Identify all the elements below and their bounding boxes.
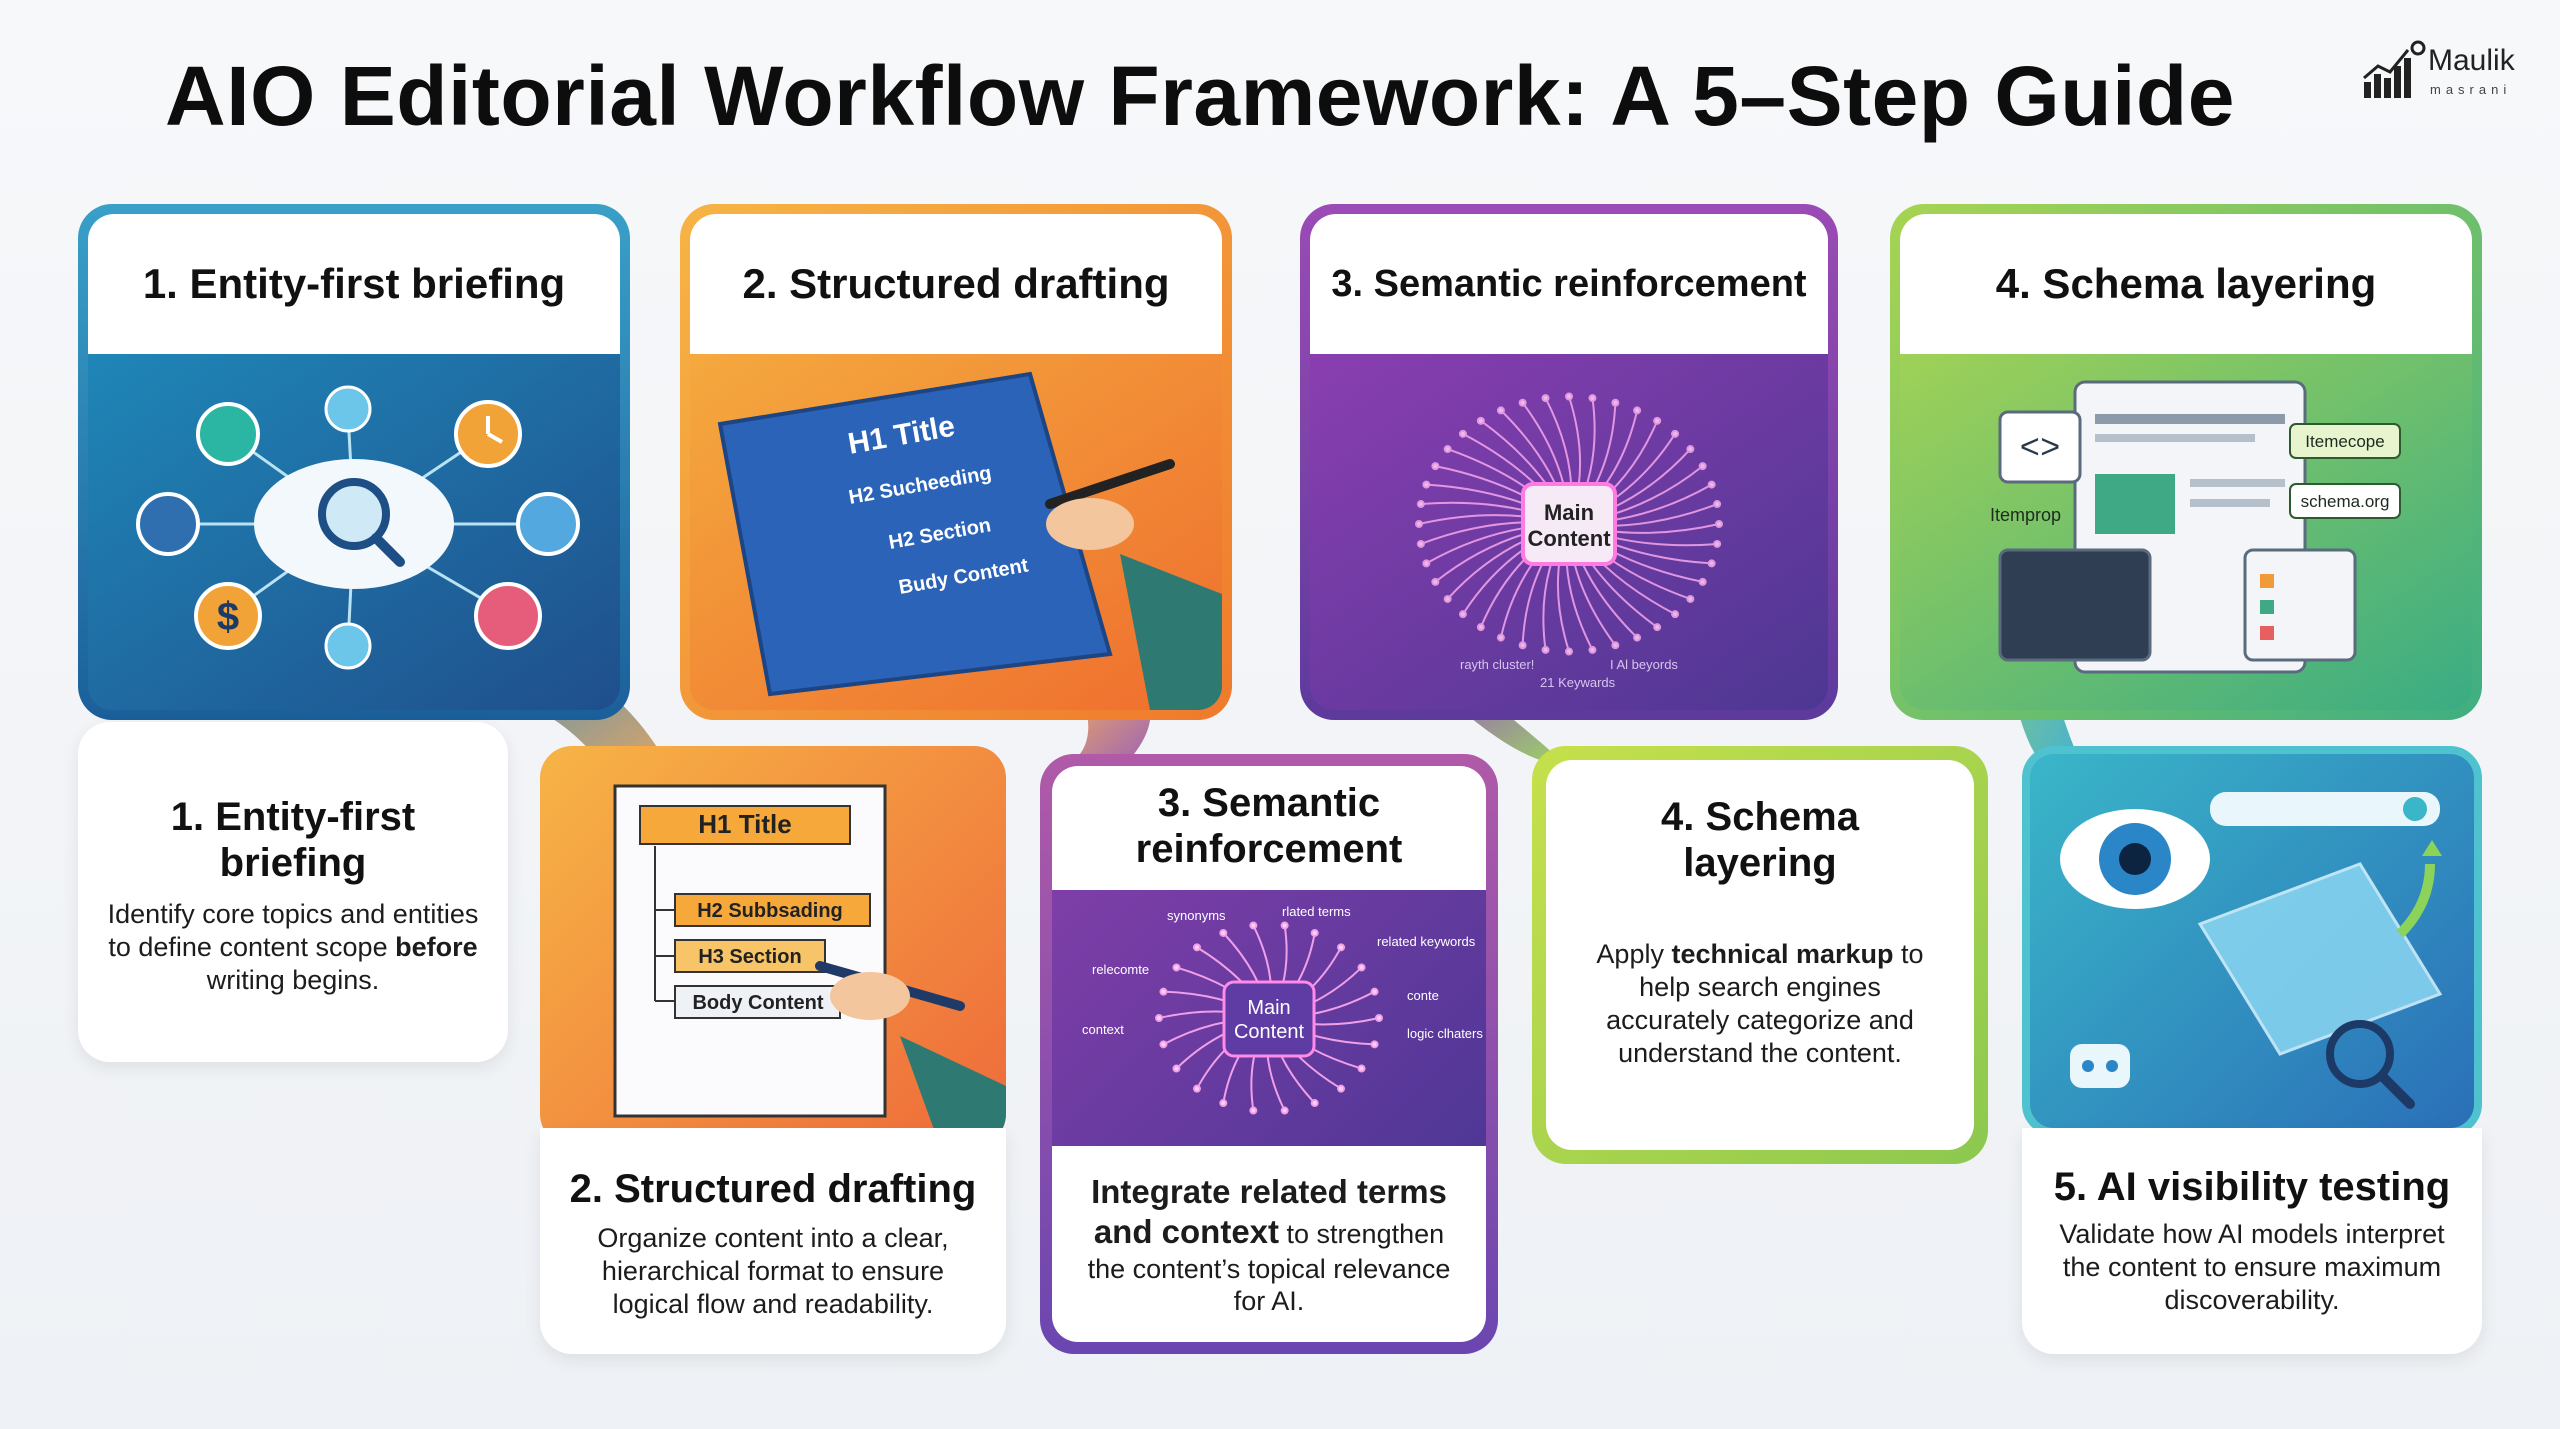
step-3-illustration: Main Content synonyms rlated terms relat… (1052, 890, 1486, 1146)
top-card-structured-drafting: 2. Structured drafting H1 Title H2 Suche… (680, 204, 1232, 720)
top-card-title: 4. Schema layering (1900, 214, 2472, 354)
top-card-title: 3. Semantic reinforcement (1310, 214, 1828, 354)
brain-icon (196, 402, 260, 466)
step-5-illustration (2022, 746, 2482, 1136)
growth-chart-icon (2363, 40, 2426, 98)
top-card-title: 1. Entity-first briefing (88, 214, 620, 354)
step-description: Integrate related terms and context to s… (1087, 1173, 1451, 1317)
step-card-1: 1. Entity-first briefing Identify core t… (78, 722, 508, 1062)
step-card-5: 5. AI visibility testing Validate how AI… (2022, 1128, 2482, 1354)
top-card-title: 2. Structured drafting (690, 214, 1222, 354)
svg-text:I Al beyords: I Al beyords (1610, 657, 1678, 672)
svg-text:H2 Subbsading: H2 Subbsading (697, 900, 843, 922)
svg-text:H1 Title: H1 Title (698, 809, 791, 839)
svg-text:related keywords: related keywords (1377, 934, 1476, 949)
magnifier-icon (2326, 1020, 2394, 1088)
svg-text:context: context (1082, 1022, 1124, 1037)
step-card-3: Integrate related terms and context to s… (1052, 1146, 1486, 1342)
svg-text:Body Content: Body Content (692, 992, 823, 1014)
brand-logo: Maulik masrani (2360, 38, 2540, 108)
step-title: 2. Structured drafting (569, 1167, 977, 1211)
svg-text:Itemecope: Itemecope (2305, 432, 2384, 451)
svg-text:synonyms: synonyms (1167, 908, 1226, 923)
svg-text:Content: Content (1234, 1021, 1304, 1043)
dollar-icon (194, 582, 262, 650)
svg-text:Main: Main (1247, 997, 1290, 1019)
svg-text:rlated terms: rlated terms (1282, 904, 1351, 919)
semantic-burst-illustration: Main Content rayth cluster! I Al beyords… (1310, 354, 1828, 710)
page-title: AIO Editorial Workflow Framework: A 5–St… (165, 49, 2235, 143)
main-content-label: Main (1544, 500, 1594, 525)
step-description: Organize content into a clear, hierarchi… (597, 1223, 949, 1319)
svg-text:$: $ (217, 595, 239, 639)
step-description: Apply technical markup to help search en… (1596, 939, 1924, 1068)
svg-text:conte: conte (1407, 988, 1439, 1003)
globe-icon (136, 492, 200, 556)
step-title: 5. AI visibility testing (2053, 1165, 2451, 1209)
schema-windows-illustration: <> Itemecope schema.org Itemprop (1900, 354, 2472, 710)
svg-text:rayth cluster!: rayth cluster! (1460, 657, 1534, 672)
top-card-schema-layering: 4. Schema layering <> Itemecope schema.o… (1890, 204, 2482, 720)
logo-name: Maulik (2428, 44, 2515, 77)
svg-text:Content: Content (1527, 526, 1611, 551)
svg-text:logic clhaters: logic clhaters (1407, 1026, 1483, 1041)
step-title: 1. Entity-first briefing (170, 795, 416, 885)
robot-icon (2070, 1044, 2130, 1088)
step-2-illustration: H1 Title H2 Subbsading H3 Section Body C… (540, 746, 1006, 1146)
user-icon (474, 582, 542, 650)
svg-text:21 Keywards: 21 Keywards (1540, 675, 1616, 690)
step-title: 3. Semantic reinforcement (1135, 781, 1403, 871)
search-icon (318, 478, 390, 550)
top-card-semantic-reinforcement: 3. Semantic reinforcement Main Content r… (1300, 204, 1838, 720)
svg-text:schema.org: schema.org (2301, 492, 2390, 511)
blueprint-illustration: H1 Title H2 Sucheeding H2 Section Budy C… (690, 354, 1222, 710)
logo-sub: masrani (2430, 82, 2512, 97)
svg-text:Itemprop: Itemprop (1990, 505, 2061, 525)
top-card-entity-briefing: 1. Entity-first briefing $ (78, 204, 630, 720)
step-title: 4. Schema layering (1661, 795, 1859, 885)
step-card-3-head: 3. Semantic reinforcement (1052, 766, 1486, 890)
step-description: Validate how AI models interpret the con… (2059, 1219, 2445, 1315)
search-bar (2210, 792, 2440, 826)
step-card-2: 2. Structured drafting Organize content … (540, 1128, 1006, 1354)
step-description: Identify core topics and entities to def… (107, 899, 479, 995)
step-card-4: 4. Schema layering Apply technical marku… (1546, 760, 1974, 1150)
svg-text:H3 Section: H3 Section (698, 946, 801, 968)
code-icon: <> (2020, 431, 2061, 469)
list-icon (516, 492, 580, 556)
svg-text:relecomte: relecomte (1092, 962, 1149, 977)
entity-network-illustration: $ (88, 354, 620, 710)
